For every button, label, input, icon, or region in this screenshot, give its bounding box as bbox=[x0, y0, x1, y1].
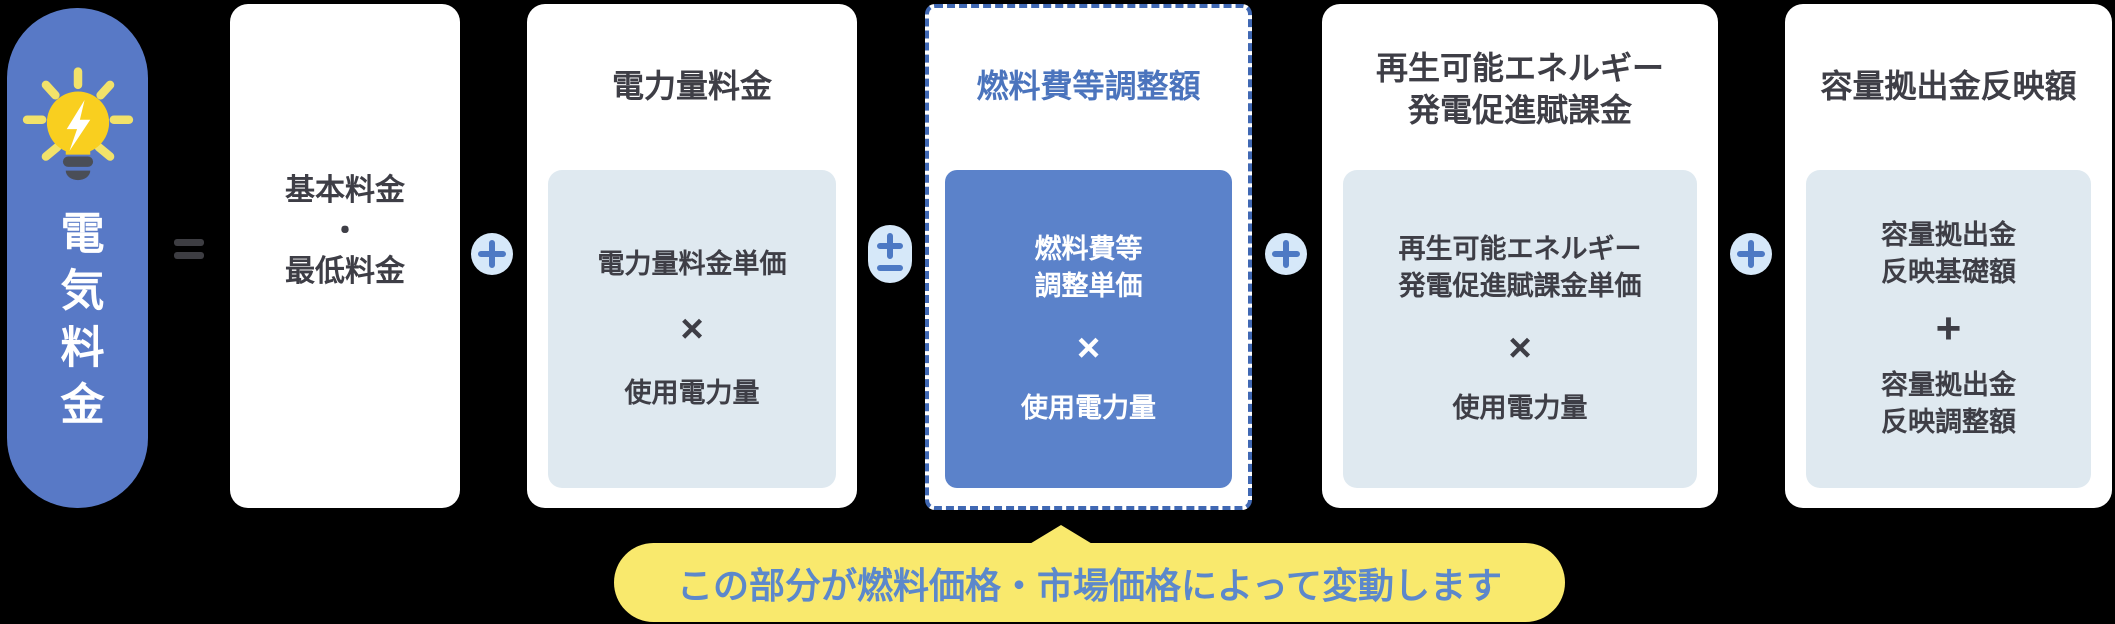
energy-charge-formula-box: 電力量料金単価 × 使用電力量 bbox=[548, 170, 836, 488]
card-basic-fee: 基本料金 ・ 最低料金 bbox=[230, 4, 460, 508]
plus-sign: + bbox=[1935, 304, 1962, 353]
formula-term: 電力量料金単価 bbox=[597, 248, 787, 279]
card-title: 燃料費等調整額 bbox=[976, 68, 1201, 104]
basic-fee-text: 基本料金 ・ 最低料金 bbox=[285, 174, 405, 289]
multiply-sign: × bbox=[1508, 325, 1532, 370]
callout-pointer bbox=[1028, 525, 1094, 545]
plus-icon bbox=[471, 233, 513, 275]
formula-term: 容量拠出金 反映調整額 bbox=[1881, 370, 2016, 438]
formula-term: 再生可能エネルギー 発電促進賦課金単価 bbox=[1398, 234, 1642, 302]
plus-minus-icon bbox=[868, 225, 912, 283]
card-title: 電力量料金 bbox=[611, 68, 772, 104]
callout-text: この部分が燃料価格・市場価格によって変動します bbox=[676, 564, 1503, 606]
capacity-contribution-formula-box: 容量拠出金 反映基礎額 + 容量拠出金 反映調整額 bbox=[1806, 170, 2091, 488]
renewable-levy-formula-box: 再生可能エネルギー 発電促進賦課金単価 × 使用電力量 bbox=[1343, 170, 1697, 488]
card-title: 容量拠出金反映額 bbox=[1820, 68, 2077, 104]
equals-icon bbox=[174, 239, 204, 259]
card-fuel-cost-adjustment: 燃料費等調整額 燃料費等 調整単価 × 使用電力量 bbox=[925, 4, 1252, 510]
multiply-sign: × bbox=[1076, 325, 1101, 370]
multiply-sign: × bbox=[680, 307, 704, 351]
formula-term: 使用電力量 bbox=[624, 378, 760, 408]
plus-icon bbox=[1730, 233, 1772, 275]
plus-icon bbox=[1265, 233, 1307, 275]
callout-bubble: この部分が燃料価格・市場価格によって変動します bbox=[614, 543, 1565, 622]
formula-term: 容量拠出金 反映基礎額 bbox=[1881, 219, 2016, 287]
fuel-adjustment-formula-box: 燃料費等 調整単価 × 使用電力量 bbox=[945, 170, 1232, 488]
card-capacity-contribution: 容量拠出金反映額 容量拠出金 反映基礎額 + 容量拠出金 反映調整額 bbox=[1785, 4, 2112, 508]
card-title: 再生可能エネルギー 発電促進賦課金 bbox=[1375, 50, 1664, 128]
card-renewable-energy-levy: 再生可能エネルギー 発電促進賦課金 再生可能エネルギー 発電促進賦課金単価 × … bbox=[1322, 4, 1718, 508]
formula-term: 使用電力量 bbox=[1452, 392, 1588, 423]
result-pill: 電気料金 bbox=[7, 8, 148, 508]
card-energy-charge: 電力量料金 電力量料金単価 × 使用電力量 bbox=[527, 4, 857, 508]
result-pill-label: 電気料金 bbox=[53, 210, 103, 438]
lightbulb-bolt-icon bbox=[22, 67, 134, 181]
formula-term: 燃料費等 調整単価 bbox=[1034, 234, 1143, 302]
formula-term: 使用電力量 bbox=[1021, 392, 1156, 423]
